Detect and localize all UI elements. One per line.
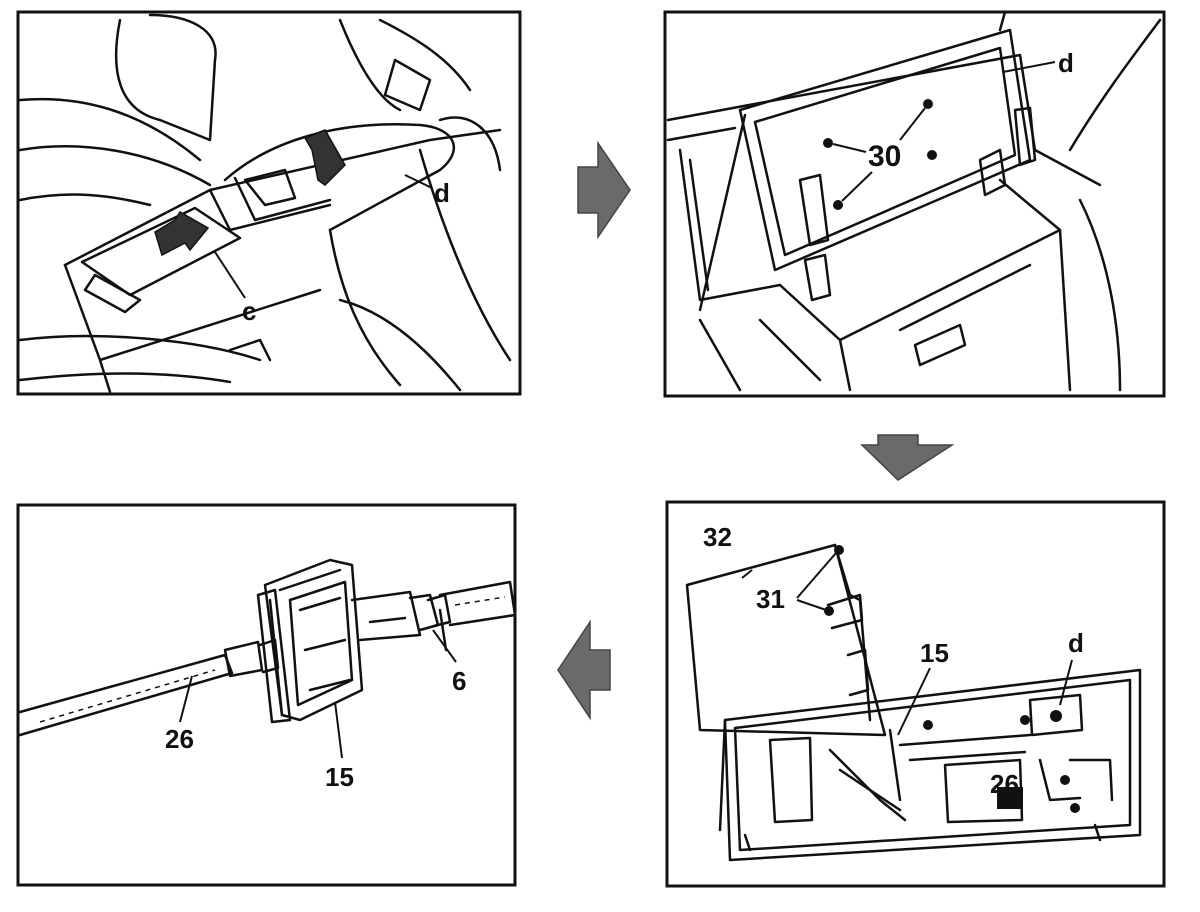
label-d-step2: d [1058, 48, 1074, 78]
arrow-left-icon [557, 619, 611, 721]
panel-step-4: 26 15 6 [16, 503, 517, 887]
panel-step-2: 30 d [663, 10, 1166, 398]
label-32: 32 [703, 522, 732, 552]
label-15-step4: 15 [325, 762, 354, 792]
arrow-down-icon [860, 434, 955, 481]
label-d: d [434, 178, 450, 208]
label-c: c [242, 296, 256, 326]
panel-step-1: c d [16, 10, 522, 396]
label-15-step3: 15 [920, 638, 949, 668]
label-30: 30 [868, 140, 901, 173]
panel-step-3: 32 31 15 d 26 [665, 500, 1166, 888]
label-26-step3: 26 [990, 769, 1019, 799]
label-d-step3: d [1068, 628, 1084, 658]
label-6: 6 [452, 666, 466, 696]
label-26-step4: 26 [165, 724, 194, 754]
arrow-right-icon [577, 140, 631, 240]
label-31: 31 [756, 584, 785, 614]
